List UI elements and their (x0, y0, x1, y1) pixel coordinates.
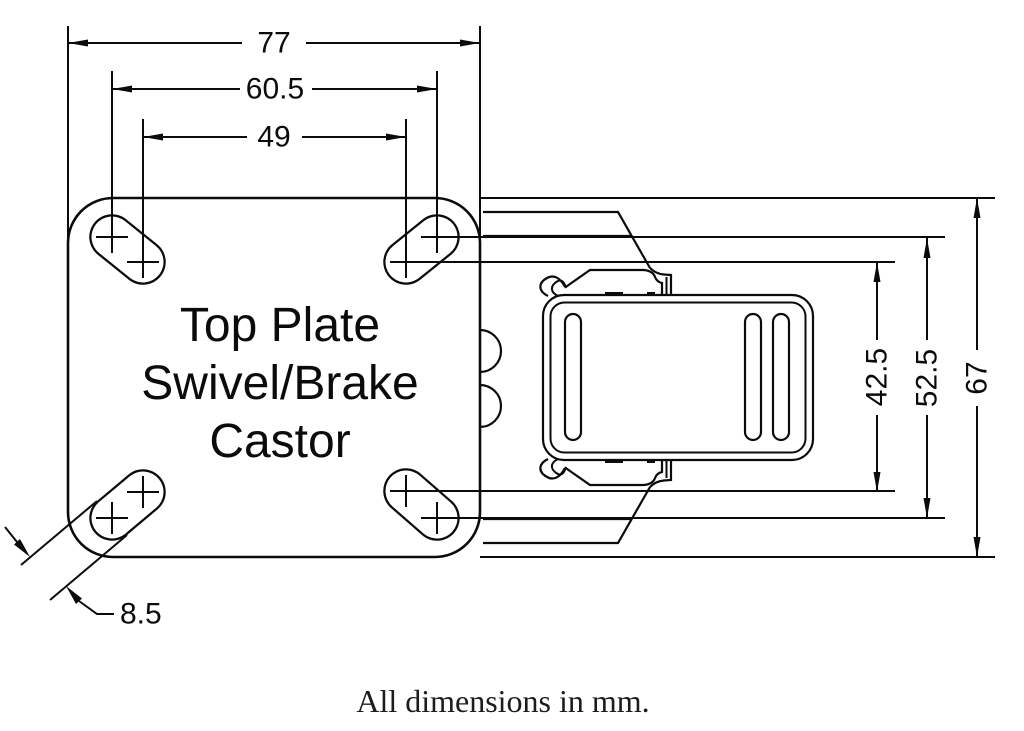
plate-label-line3: Castor (209, 415, 350, 468)
wheel-inner-outline (549, 301, 807, 454)
wheel-outline (541, 293, 815, 462)
wheel-assembly (539, 267, 815, 488)
slot-arrow-lower (66, 586, 82, 604)
dim-60-arrow-right (417, 85, 437, 93)
dimension-slot-width: 8.5 (4, 500, 162, 631)
top-plate-outline (66, 196, 482, 559)
extension-lines (67, 26, 995, 558)
housing-bottom-hook (649, 460, 673, 488)
units-caption: All dimensions in mm. (356, 683, 649, 719)
extension-lines-right (406, 197, 995, 558)
dim-49-arrow-left (143, 133, 163, 141)
housing-bottom-curl-inner (550, 458, 567, 476)
mounting-slot-top-right-inner (385, 216, 458, 283)
dim-60-value: 60.5 (246, 73, 304, 106)
extension-lines-top (67, 26, 481, 262)
housing-top-profile (564, 268, 664, 295)
brake-housing-bottom (539, 458, 673, 488)
brake-housing-top (539, 267, 673, 297)
dim-52-arrow-bottom (923, 498, 931, 518)
fork-bottom-edge (483, 486, 651, 545)
tread-groove-right-2 (771, 312, 791, 442)
fork-top-edge (483, 210, 651, 269)
dim-67-value: 67 (961, 361, 994, 394)
mounting-slot-top-left-inner (91, 216, 164, 283)
dimension-hole-height-inner: 42.5 (861, 262, 894, 492)
housing-top-curl-inner (550, 279, 567, 297)
dim-49-arrow-right (386, 133, 406, 141)
slot-edge-extension-upper (20, 500, 98, 566)
top-plate-view (66, 196, 503, 559)
brake-lever-bumps (479, 328, 503, 429)
tread-groove-right-1 (743, 312, 763, 442)
dim-85-value: 8.5 (120, 598, 162, 631)
housing-top-hook (649, 267, 673, 295)
plate-label-line1: Top Plate (180, 299, 380, 352)
dim-77-arrow-right (460, 39, 480, 47)
dim-60-arrow-left (112, 85, 132, 93)
tread-groove-left (563, 312, 583, 442)
dim-67-arrow-bottom (973, 537, 981, 557)
slot-arrow-tail-upper (4, 526, 18, 543)
dim-52-arrow-top (923, 238, 931, 258)
plate-label: Top Plate Swivel/Brake Castor (141, 299, 418, 468)
slot-arrow-upper (14, 539, 30, 557)
dimension-hole-width-inner: 49 (143, 121, 406, 154)
dim-42-arrow-top (873, 262, 881, 282)
dimension-overall-height: 67 (961, 198, 994, 557)
dim-42-value: 42.5 (861, 348, 894, 406)
mounting-slot-bottom-right-inner (385, 470, 458, 539)
plate-label-line2: Swivel/Brake (141, 357, 418, 410)
dim-67-arrow-top (973, 198, 981, 218)
dimension-hole-height-outer: 52.5 (911, 238, 944, 518)
slot-leader-line (78, 600, 114, 615)
dimension-hole-width-outer: 60.5 (112, 73, 437, 106)
dim-77-value: 77 (257, 27, 290, 60)
dim-77-arrow-left (68, 39, 88, 47)
dimension-overall-width: 77 (68, 27, 480, 60)
dim-42-arrow-bottom (873, 472, 881, 492)
mounting-slot-bottom-left-inner (91, 471, 164, 539)
slot-edge-extension-lower (49, 534, 128, 601)
dim-52-value: 52.5 (911, 349, 944, 407)
dim-49-value: 49 (257, 121, 290, 154)
housing-bottom-profile (564, 460, 664, 487)
